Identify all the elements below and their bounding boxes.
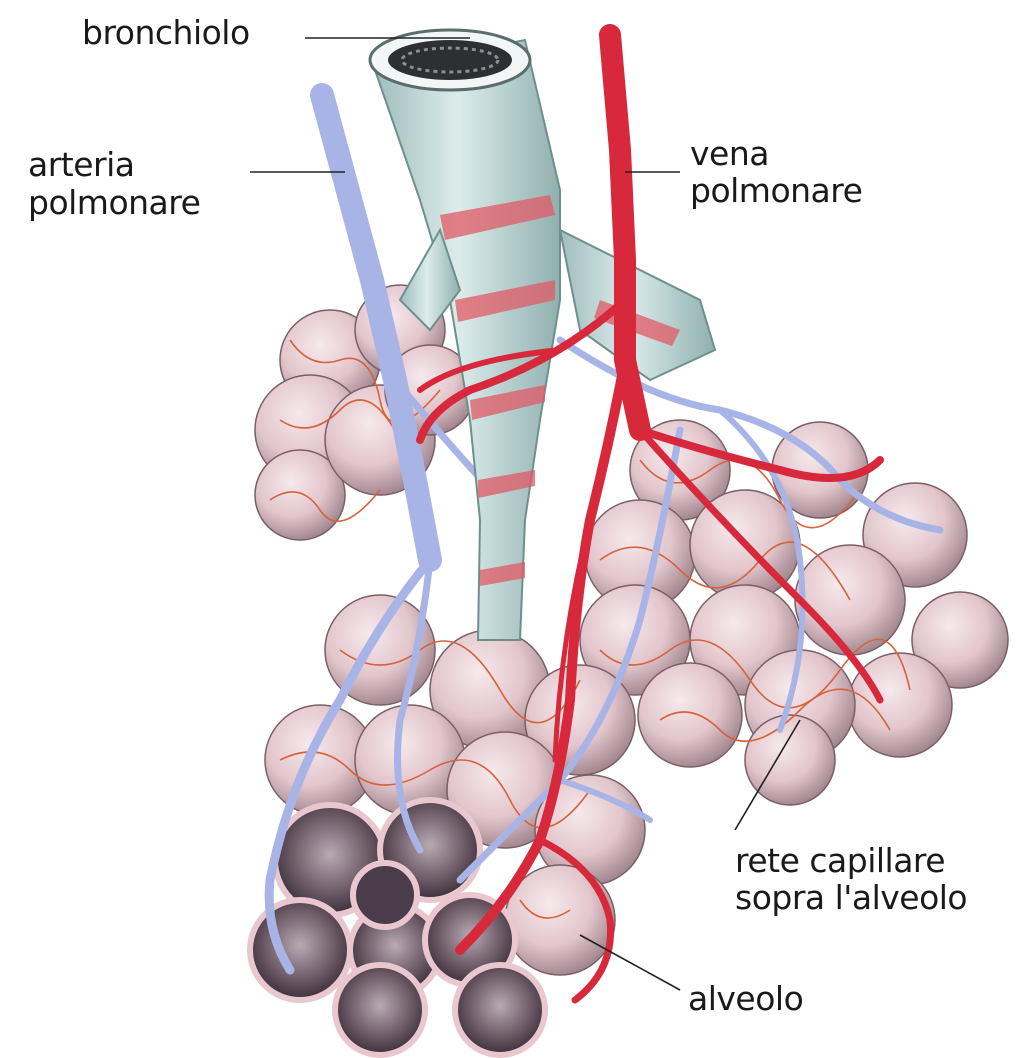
bronchiole-label: bronchiolo: [82, 16, 250, 50]
vein-label-line1: vena: [690, 137, 769, 171]
capillary-label-line1: rete capillare: [735, 844, 945, 878]
capillary-label-line2: sopra l'alveolo: [735, 881, 967, 915]
alveolus-label: alveolo: [688, 982, 803, 1016]
artery-label-line2: polmonare: [28, 186, 200, 220]
vein-label-line2: polmonare: [690, 174, 862, 208]
artery-label-line1: arteria: [28, 148, 135, 182]
